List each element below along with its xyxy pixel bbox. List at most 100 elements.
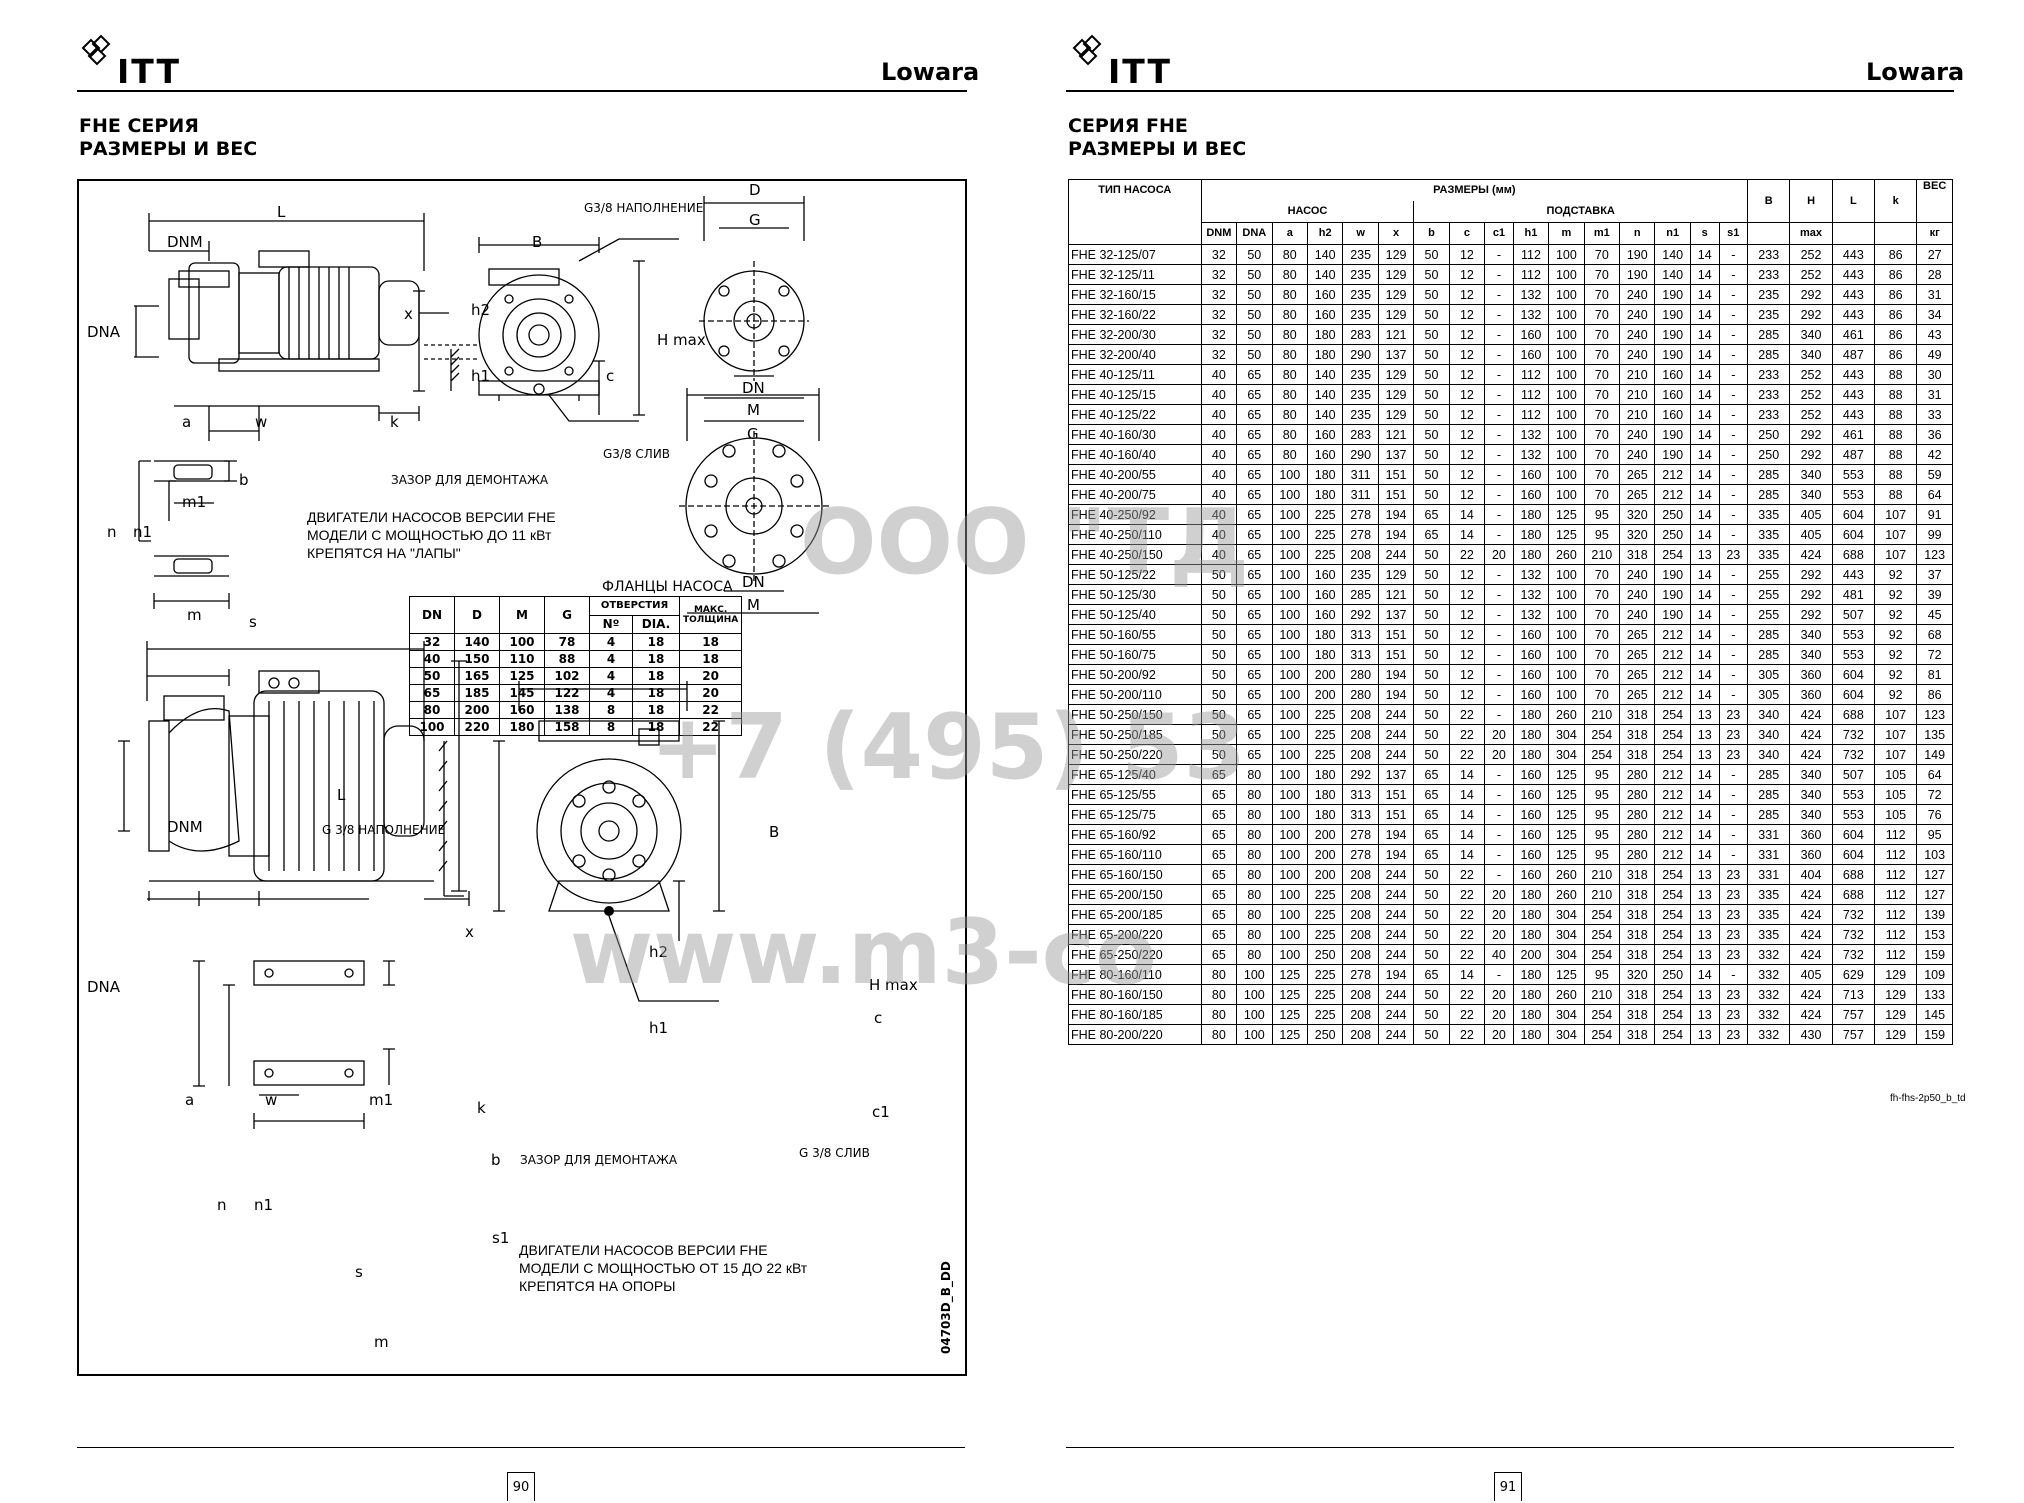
th-dims: РАЗМЕРЫ (мм) <box>1200 178 1749 201</box>
value-cell: 553 <box>1831 784 1876 805</box>
value-cell: 20 <box>1484 744 1514 765</box>
value-cell: 12 <box>1448 584 1486 605</box>
flange-cell: 18 <box>632 667 680 685</box>
value-cell: 100 <box>1548 284 1585 305</box>
value-cell: 304 <box>1548 904 1585 925</box>
flange-cell: 220 <box>454 718 500 736</box>
value-cell: 180 <box>1512 964 1550 985</box>
value-cell: 180 <box>1306 764 1344 785</box>
value-cell: 14 <box>1689 964 1720 985</box>
value-cell: 404 <box>1789 864 1833 885</box>
value-cell: 70 <box>1583 444 1621 465</box>
value-cell: 318 <box>1619 864 1656 885</box>
value-cell: 105 <box>1874 764 1918 785</box>
pump-type-cell: FHE 32-125/07 <box>1068 244 1202 265</box>
value-cell: - <box>1718 824 1749 845</box>
value-cell: 280 <box>1619 844 1656 865</box>
value-cell: 190 <box>1654 284 1691 305</box>
value-cell: 50 <box>1200 624 1238 645</box>
value-cell: 22 <box>1448 864 1486 885</box>
value-cell: 50 <box>1413 644 1450 665</box>
dim-G-top: G <box>749 211 761 229</box>
value-cell: 290 <box>1342 344 1379 365</box>
value-cell: 100 <box>1271 684 1308 705</box>
value-cell: 65 <box>1413 784 1450 805</box>
value-cell: 732 <box>1831 744 1876 765</box>
value-cell: 129 <box>1377 264 1415 285</box>
value-cell: 112 <box>1512 364 1550 385</box>
value-cell: 70 <box>1583 364 1621 385</box>
value-cell: 254 <box>1583 1024 1621 1045</box>
value-cell: 254 <box>1583 724 1621 745</box>
value-cell: 225 <box>1306 884 1344 905</box>
value-cell: 360 <box>1789 684 1833 705</box>
value-cell: 285 <box>1747 804 1791 825</box>
value-cell: 132 <box>1512 584 1550 605</box>
th-sub: max <box>1789 221 1833 246</box>
value-cell: 235 <box>1342 244 1379 265</box>
value-cell: 112 <box>1874 904 1918 925</box>
value-cell: 22 <box>1448 544 1486 565</box>
value-cell: 240 <box>1619 304 1656 325</box>
value-cell: 405 <box>1789 524 1833 545</box>
watermark-line-3: www.m3-co <box>570 900 1157 1005</box>
th-B: B <box>1747 179 1791 223</box>
value-cell: 235 <box>1342 304 1379 325</box>
value-cell: 208 <box>1342 924 1379 945</box>
value-cell: 280 <box>1619 764 1656 785</box>
value-cell: 160 <box>1512 864 1550 885</box>
value-cell: 252 <box>1789 384 1833 405</box>
value-cell: 22 <box>1448 924 1486 945</box>
value-cell: 121 <box>1377 584 1415 605</box>
dim-c-top: c <box>606 367 615 385</box>
value-cell: 12 <box>1448 344 1486 365</box>
value-cell: 23 <box>1718 544 1749 565</box>
note-bottom: ДВИГАТЕЛИ НАСОСОВ ВЕРСИИ FHE МОДЕЛИ С МО… <box>519 1242 808 1294</box>
value-cell: 13 <box>1689 984 1720 1005</box>
value-cell: 65 <box>1236 444 1273 465</box>
value-cell: 208 <box>1342 904 1379 925</box>
value-cell: 14 <box>1689 664 1720 685</box>
value-cell: 65 <box>1236 624 1273 645</box>
value-cell: 233 <box>1747 264 1791 285</box>
value-cell: 65 <box>1413 844 1450 865</box>
value-cell: 103 <box>1916 844 1953 865</box>
th-sub: a <box>1271 221 1308 246</box>
flange-th-no: Nº <box>589 614 633 634</box>
flange-cell: 18 <box>678 633 743 651</box>
value-cell: 68 <box>1916 624 1953 645</box>
value-cell: 331 <box>1747 864 1791 885</box>
value-cell: 80 <box>1200 1004 1238 1025</box>
value-cell: 129 <box>1377 384 1415 405</box>
value-cell: 304 <box>1548 944 1585 965</box>
value-cell: 14 <box>1689 424 1720 445</box>
value-cell: 12 <box>1448 324 1486 345</box>
value-cell: 481 <box>1831 584 1876 605</box>
flange-cell: 20 <box>678 667 743 685</box>
value-cell: 65 <box>1413 524 1450 545</box>
value-cell: 160 <box>1512 464 1550 485</box>
value-cell: 50 <box>1413 864 1450 885</box>
value-cell: 283 <box>1342 324 1379 345</box>
flange-cell: 22 <box>678 701 743 719</box>
value-cell: 424 <box>1789 724 1833 745</box>
itt-logo-icon-right <box>1066 32 1106 73</box>
th-sub: h1 <box>1512 221 1550 246</box>
value-cell: 292 <box>1789 284 1833 305</box>
value-cell: 40 <box>1200 364 1238 385</box>
value-cell: 254 <box>1654 864 1691 885</box>
value-cell: 100 <box>1271 924 1308 945</box>
value-cell: 235 <box>1747 284 1791 305</box>
value-cell: 107 <box>1874 504 1918 525</box>
value-cell: 304 <box>1548 744 1585 765</box>
value-cell: 100 <box>1271 504 1308 525</box>
value-cell: 180 <box>1512 904 1550 925</box>
value-cell: 313 <box>1342 784 1379 805</box>
